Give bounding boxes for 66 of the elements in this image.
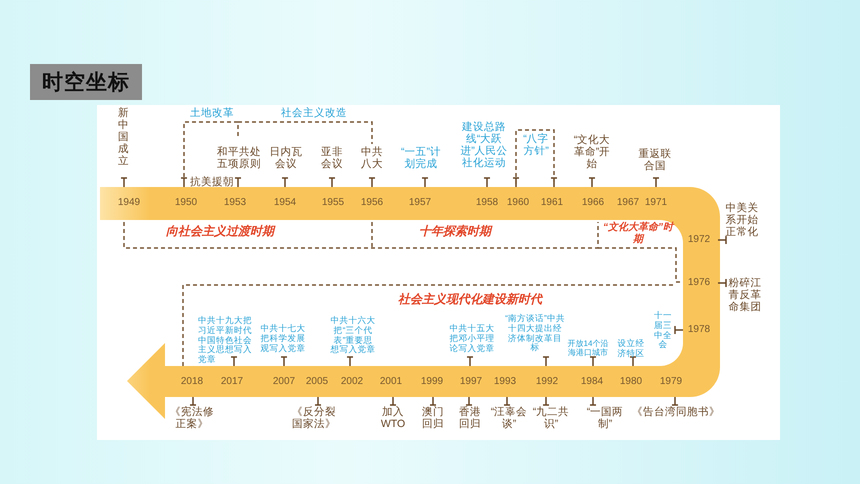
event-label: 中共十五大把邓小平理论写入党章: [449, 324, 495, 354]
year-label: 1972: [686, 234, 712, 246]
title: 时空坐标: [30, 64, 142, 100]
event-label: “南方谈话”中共十四大提出经济体制改革目标: [504, 314, 566, 354]
year-label: 1967: [616, 197, 640, 208]
year-label: 1978: [686, 324, 712, 336]
event-label: 开放14个沿海港口城市: [566, 339, 610, 358]
event-label: “汪辜会谈”: [490, 406, 528, 430]
event-label: 十一届三中全会: [653, 311, 673, 350]
period-label: 社会主义现代化建设新时代: [397, 293, 544, 307]
event-label: 亚非会议: [320, 146, 344, 170]
event-label: 香港回归: [458, 406, 482, 430]
year-label: 1958: [474, 197, 500, 208]
year-label: 1980: [618, 376, 644, 388]
year-label: 1984: [580, 376, 604, 388]
event-label: “文化大革命”开始: [572, 134, 612, 170]
event-label: 中美关系开始正常化: [724, 202, 760, 238]
event-label: 社会主义改造: [280, 107, 348, 120]
year-label: 1992: [534, 376, 560, 388]
event-label: 设立经济特区: [616, 339, 646, 359]
year-label: 1960: [506, 197, 530, 208]
event-label: “八字方针”: [522, 133, 550, 158]
year-label: 1971: [644, 197, 668, 208]
event-label: “九二共识”: [532, 406, 570, 430]
year-label: 1976: [686, 277, 712, 288]
year-label: 1997: [458, 376, 484, 388]
event-label: “一五”计划完成: [400, 146, 442, 170]
event-label: 中共八大: [360, 146, 384, 170]
year-label: 1966: [580, 197, 606, 208]
year-label: 1956: [360, 197, 384, 208]
event-label: 建设总路线“大跃进”人民公社化运动: [459, 121, 509, 170]
event-label: 重返联合国: [638, 148, 672, 172]
year-label: 1955: [320, 197, 346, 208]
event-label: “一国两制”: [586, 406, 624, 430]
year-label: 1993: [492, 376, 518, 388]
event-label: 粉碎江青反革命集团: [728, 277, 762, 314]
year-label: 1953: [222, 197, 248, 208]
event-label: 澳门回归: [421, 406, 445, 430]
event-label: 抗美援朝: [189, 176, 235, 188]
year-label: 2017: [220, 376, 244, 388]
year-label: 2001: [378, 376, 404, 388]
year-label: 1999: [420, 376, 444, 388]
year-label: 2005: [304, 376, 330, 388]
event-label: 日内瓦会议: [269, 146, 303, 170]
event-label: 中共十七大把科学发展观写入党章: [260, 324, 306, 354]
event-label: 《告台湾同胞书》: [631, 406, 721, 418]
event-label: 中共十九大把习近平新时代中国特色社会主义思想写入党章: [198, 316, 253, 365]
year-label: 1957: [408, 197, 432, 208]
year-label: 2018: [180, 376, 204, 388]
event-label: 加入WTO: [380, 406, 406, 430]
event-label: 新中国成立: [117, 107, 130, 168]
year-label: 1949: [116, 197, 142, 208]
period-label: 十年探索时期: [418, 225, 494, 239]
event-label: 《反分裂国家法》: [291, 406, 337, 430]
year-label: 2007: [272, 376, 296, 388]
period-label: “文化大革命”时期: [602, 222, 674, 245]
event-label: 土地改革: [189, 107, 235, 120]
year-label: 2002: [340, 376, 364, 388]
event-label: 中共十六大把“三个代表”重要思想写入党章: [330, 316, 376, 356]
year-label: 1950: [174, 197, 198, 208]
event-label: 《宪法修正案》: [169, 406, 215, 430]
period-label: 向社会主义过渡时期: [165, 225, 276, 239]
event-label: 和平共处五项原则: [216, 146, 262, 170]
year-label: 1954: [272, 197, 298, 208]
year-label: 1961: [540, 197, 564, 208]
year-label: 1979: [658, 376, 684, 388]
